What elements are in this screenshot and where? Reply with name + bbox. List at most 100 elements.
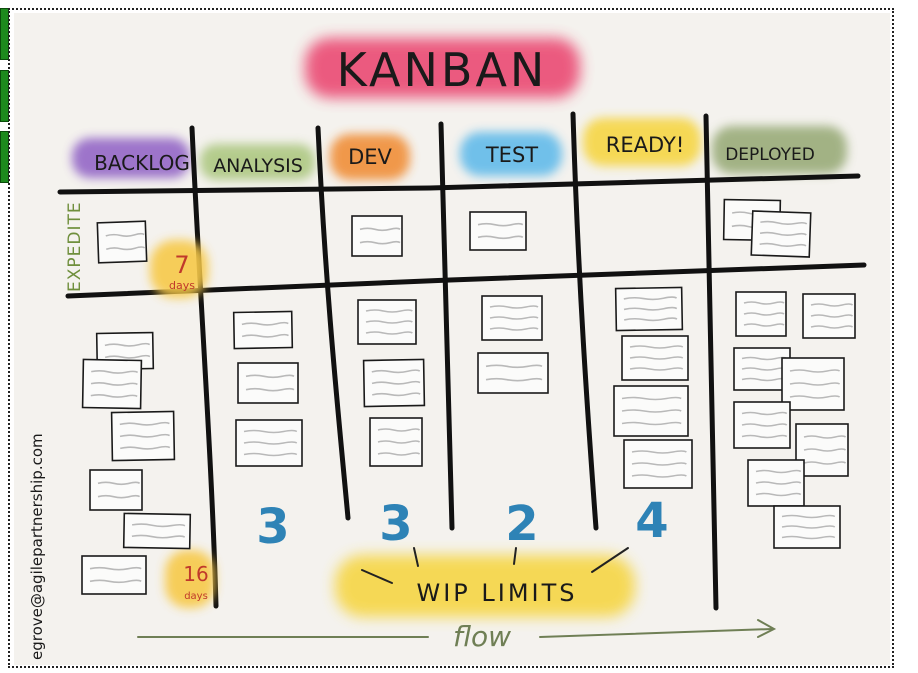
wip-limit-ready: 4: [635, 493, 668, 549]
kanban-card-scribble: [621, 421, 682, 426]
kanban-card-scribble: [629, 345, 684, 349]
expedite-label: EXPEDITE: [65, 201, 85, 292]
wip-limit-analysis: 3: [256, 499, 289, 555]
kanban-card-scribble: [741, 423, 788, 427]
kanban-card-scribble: [623, 306, 678, 311]
kanban-card-scribble: [631, 474, 687, 478]
kanban-card-scribble: [365, 309, 413, 313]
kanban-card: [235, 419, 303, 467]
kanban-card-scribble: [89, 579, 142, 584]
column-highlight-analysis: [200, 144, 315, 180]
kanban-card-scribble: [243, 452, 298, 457]
kanban-card-scribble: [485, 377, 543, 382]
kanban-card-scribble: [781, 525, 836, 529]
kanban-card: [750, 210, 812, 258]
column-highlight-backlog: [72, 138, 190, 178]
kanban-card: [623, 439, 693, 489]
column-highlight-dev: [330, 134, 410, 180]
kanban-card: [362, 358, 426, 408]
kanban-card-box: [81, 555, 147, 595]
kanban-card-scribble: [624, 317, 678, 322]
column-highlight-ready: [583, 118, 701, 166]
kanban-card-scribble: [741, 411, 788, 416]
kanban-card-scribble: [119, 433, 171, 438]
backlog-days-highlight: [165, 550, 215, 608]
kanban-card-scribble: [803, 448, 847, 452]
kanban-card: [747, 459, 805, 507]
wip-limit-dev: 3: [379, 496, 412, 552]
kanban-card-scribble: [485, 364, 543, 369]
kanban-card-scribble: [245, 374, 295, 379]
cards-layer: [81, 198, 856, 595]
kanban-card-scribble: [810, 325, 854, 329]
kanban-card: [232, 310, 294, 350]
kanban-card-scribble: [97, 494, 141, 499]
kanban-card-scribble: [119, 421, 170, 426]
kanban-card: [613, 385, 689, 437]
kanban-card-scribble: [621, 409, 682, 413]
kanban-card-scribble: [90, 381, 138, 386]
kanban-card-scribble: [241, 321, 289, 326]
kanban-card-scribble: [120, 445, 171, 450]
wip-pointer-lines: [361, 547, 629, 584]
kanban-card: [81, 555, 147, 595]
kanban-card-scribble: [755, 492, 802, 497]
column-label-analysis: ANALYSIS: [213, 155, 303, 177]
kanban-card-scribble: [759, 231, 807, 236]
expedite-days-unit: days: [169, 279, 195, 292]
kanban-card: [733, 401, 791, 449]
kanban-card-box: [89, 469, 143, 511]
kanban-card: [621, 335, 689, 381]
kanban-card-box: [232, 310, 294, 350]
kanban-card: [781, 357, 845, 411]
kanban-card-scribble: [743, 301, 785, 305]
kanban-card-scribble: [789, 382, 841, 386]
kanban-card-scribble: [131, 534, 186, 539]
kanban-card-scribble: [359, 227, 401, 232]
column-highlight-test: [460, 132, 562, 176]
kanban-card-scribble: [359, 240, 401, 245]
column-label-dev: DEV: [348, 145, 392, 169]
kanban-card-scribble: [489, 316, 539, 320]
backlog-days-unit: days: [184, 591, 208, 602]
column-label-ready: READY!: [606, 133, 685, 157]
kanban-card-box: [469, 211, 527, 251]
board-grid: [57, 111, 867, 611]
kanban-card-scribble: [104, 342, 151, 347]
kanban-card-scribble: [105, 232, 145, 237]
kanban-card-scribble: [477, 235, 524, 240]
column-label-test: TEST: [485, 143, 538, 167]
flow-label: flow: [453, 620, 511, 653]
kanban-card-scribble: [89, 566, 142, 571]
page-title: KANBAN: [337, 43, 548, 97]
kanban-card-scribble: [365, 331, 413, 335]
author-credit: egrove@agilepartnership.com: [28, 433, 46, 660]
kanban-card-box: [477, 352, 549, 394]
flow-arrow: [137, 619, 777, 638]
kanban-card: [773, 505, 841, 549]
kanban-card-scribble: [489, 327, 539, 331]
kanban-card: [357, 299, 417, 345]
kanban-card-scribble: [372, 392, 421, 397]
kanban-card-scribble: [245, 387, 295, 392]
kanban-card-scribble: [781, 535, 836, 540]
title-highlight: [305, 38, 580, 98]
kanban-card: [351, 215, 403, 257]
column-label-backlog: BACKLOG: [94, 151, 190, 175]
kanban-card-scribble: [104, 354, 151, 359]
wip-limit-test: 2: [505, 496, 538, 552]
kanban-card-scribble: [755, 481, 802, 485]
kanban-card-scribble: [755, 469, 802, 474]
wip-pointer-line: [591, 547, 629, 573]
expedite-days-number: 7: [174, 251, 189, 279]
kanban-card-scribble: [810, 303, 854, 307]
kanban-card-scribble: [789, 395, 841, 399]
kanban-card: [802, 293, 856, 339]
column-highlight-deployed: [712, 126, 847, 174]
kanban-card-box: [351, 215, 403, 257]
kanban-card: [122, 512, 192, 550]
header-divider-line: [57, 173, 861, 195]
kanban-card-scribble: [810, 314, 854, 318]
wip-pointer-line: [413, 547, 419, 567]
